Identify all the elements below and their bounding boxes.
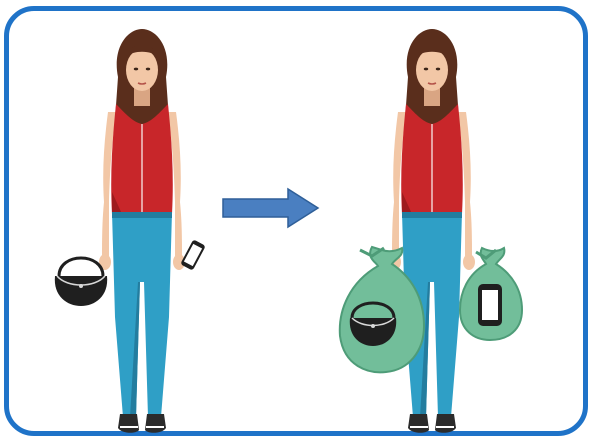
arrow-right-icon xyxy=(223,189,318,227)
woman-figure-before xyxy=(99,29,185,433)
woman-figure-after xyxy=(389,29,475,433)
smartphone-icon xyxy=(180,239,206,270)
handbag-icon xyxy=(55,258,107,306)
